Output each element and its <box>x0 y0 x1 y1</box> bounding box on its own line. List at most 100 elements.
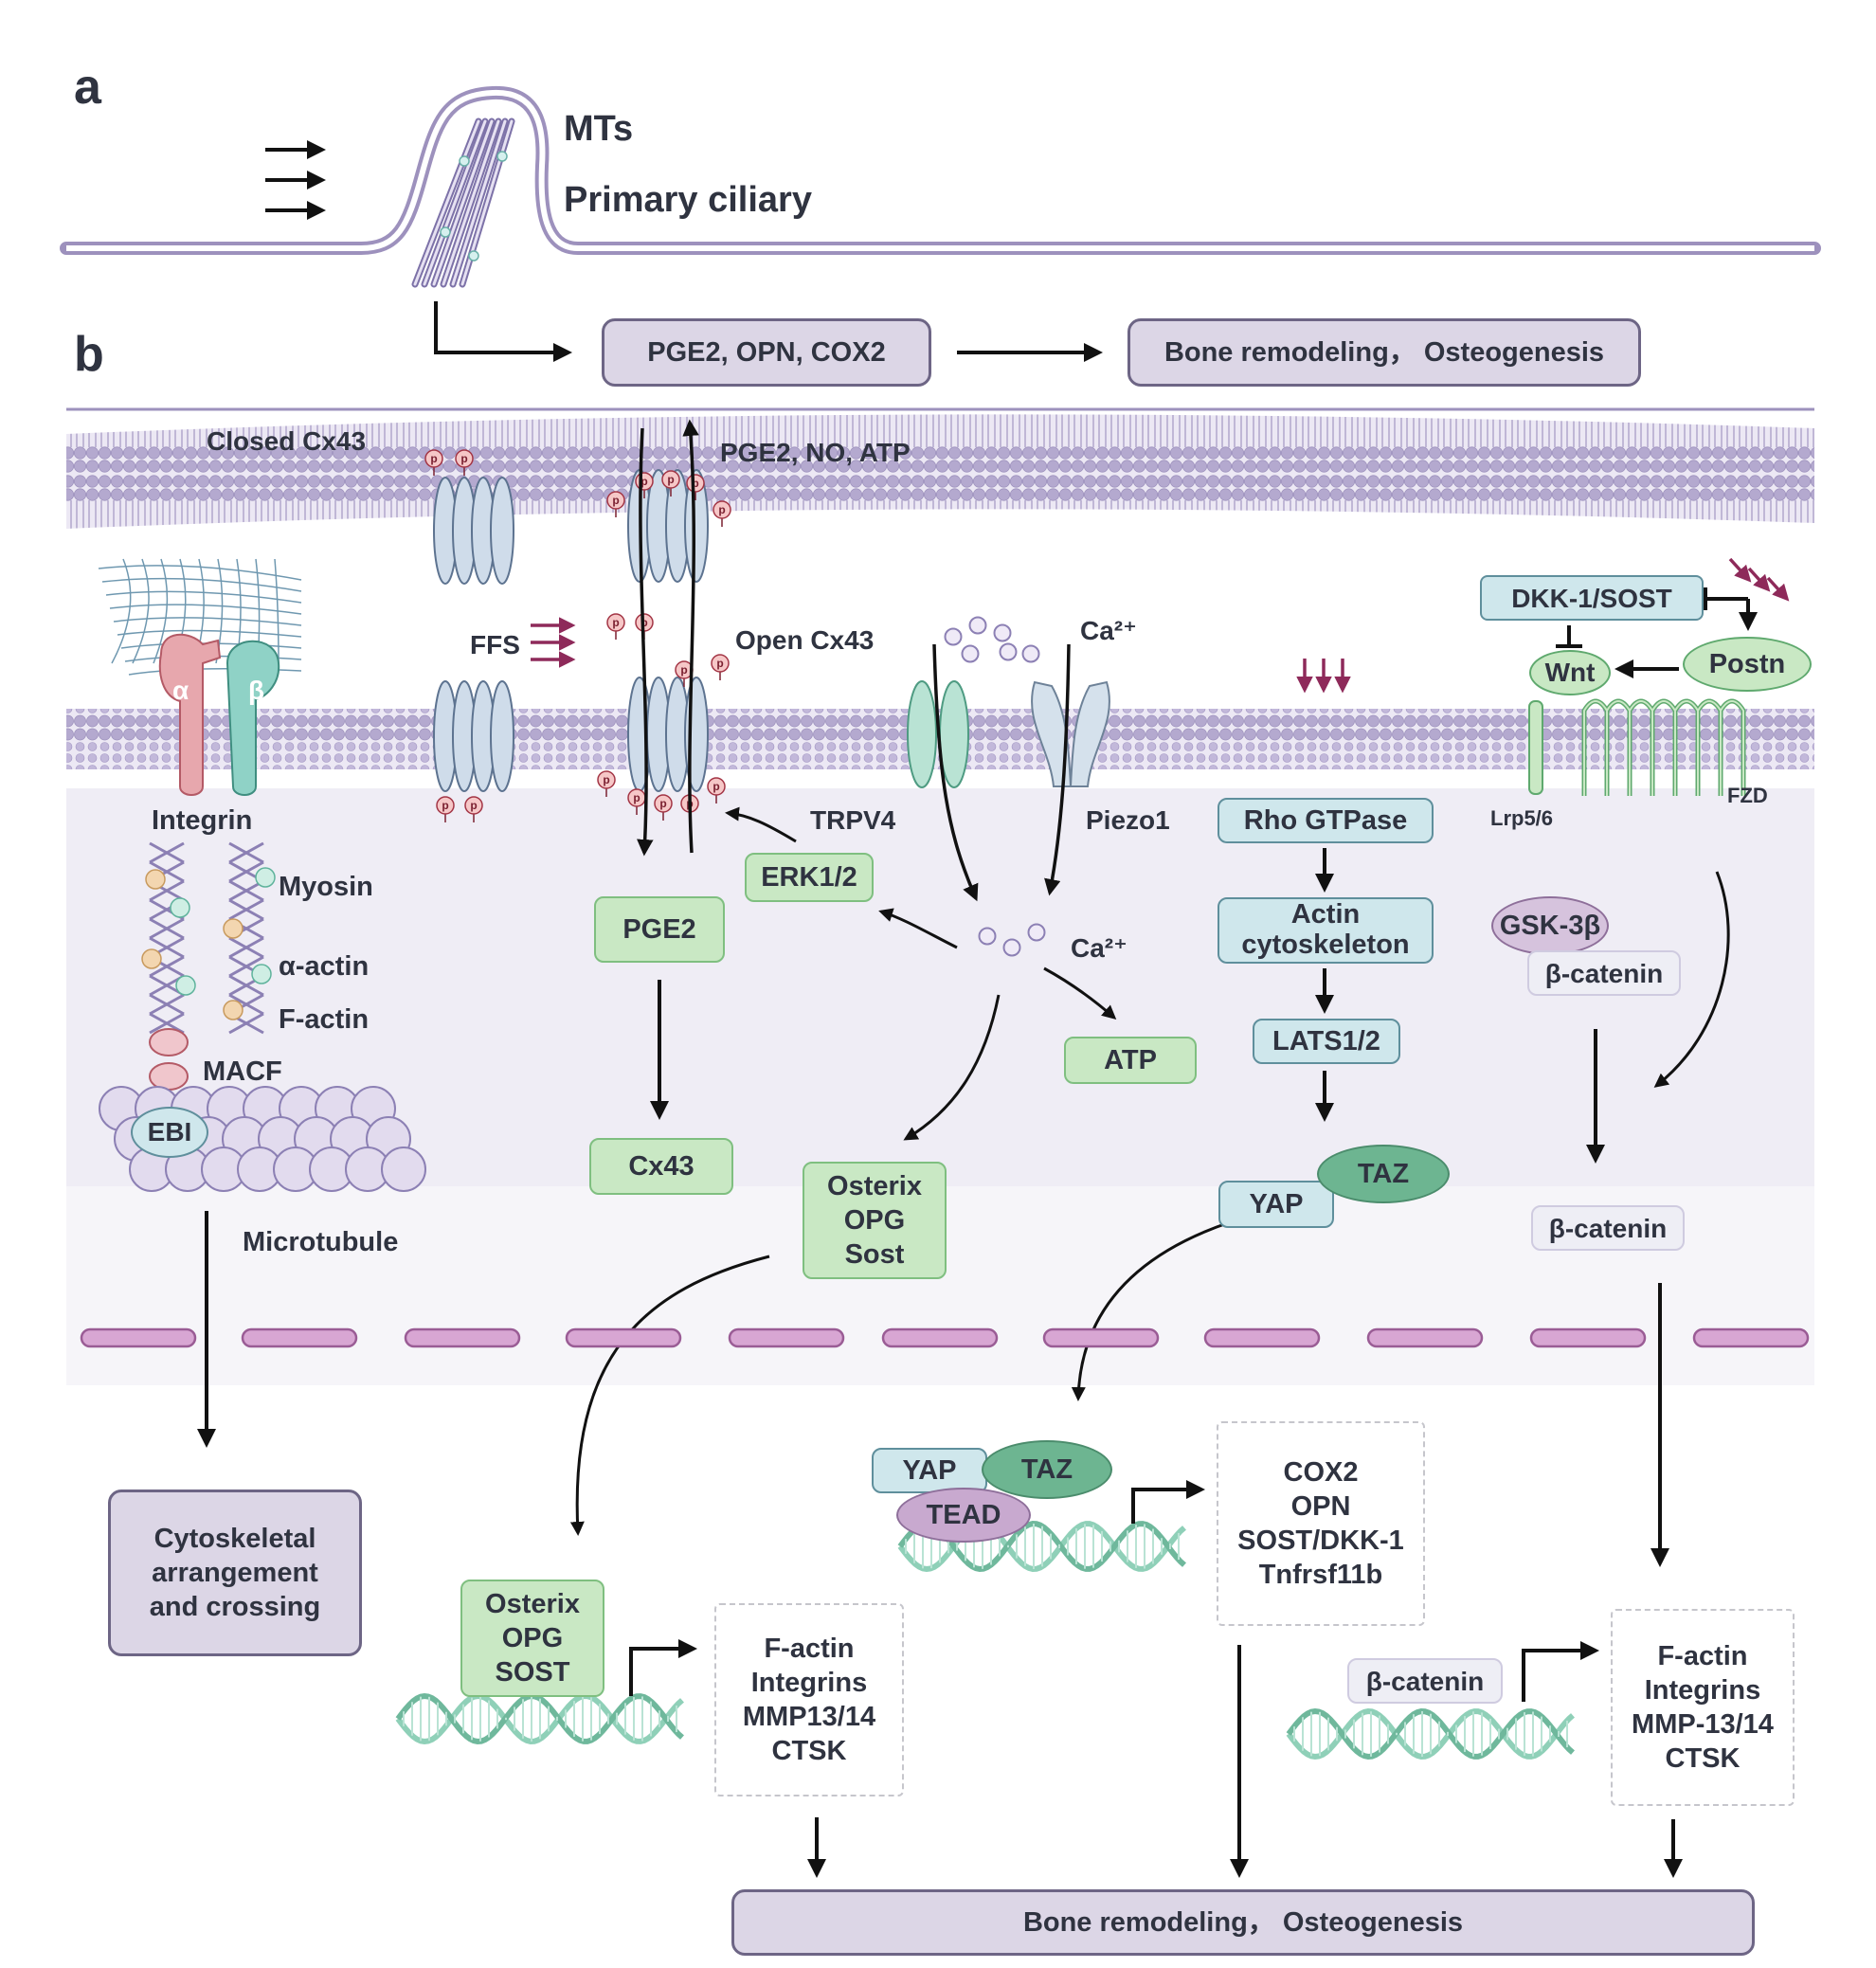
ecm-fiber <box>101 577 302 592</box>
ecm-fiber <box>111 558 132 664</box>
osterix-opg-sost-nuclear-box: Osterix OPG SOST <box>460 1580 604 1697</box>
lrp56-receptor <box>1528 700 1543 795</box>
dkk1-sost-box: DKK-1/SOST <box>1480 575 1704 621</box>
ecm-fiber <box>109 604 302 615</box>
phosphate-p: p <box>436 796 455 822</box>
myosin-head <box>223 1000 244 1020</box>
cx43-lower-channel <box>433 680 514 792</box>
actin-strand <box>149 1012 185 1035</box>
cilium-vesicle <box>468 250 479 262</box>
nuclear-pore-segment <box>1203 1327 1321 1348</box>
postn-stimulus-arrow <box>1728 557 1752 583</box>
svg-text:p: p <box>430 452 437 465</box>
actin-strand <box>228 860 264 883</box>
myosin-head <box>251 964 272 984</box>
macf-label: MACF <box>203 1056 282 1087</box>
calcium-ion-outside <box>993 623 1012 642</box>
ecm-fiber <box>113 617 302 626</box>
ecm-fiber <box>132 558 150 664</box>
nuclear-envelope <box>80 1327 1810 1348</box>
nuclear-pore-segment <box>565 1327 682 1348</box>
lats12-box: LATS1/2 <box>1253 1019 1400 1064</box>
yap-nuclear-box: YAP <box>872 1448 987 1493</box>
svg-text:p: p <box>612 494 619 507</box>
fzd-to-bcatenin-arrow <box>1653 871 1730 1088</box>
taz-cytoplasm-oval: TAZ <box>1317 1145 1450 1203</box>
open-cx43-label: Open Cx43 <box>735 625 875 655</box>
nuclear-pore-segment <box>728 1327 845 1348</box>
cilium-vesicle <box>459 155 470 167</box>
svg-text:p: p <box>612 616 619 629</box>
phosphate-p: p <box>606 491 625 517</box>
calcium-to-osterix-arrow <box>903 994 1001 1141</box>
actin-strand <box>228 841 264 864</box>
calcium-ion-inside <box>1027 923 1046 942</box>
phosphate-p: p <box>606 613 625 640</box>
actin-strand <box>149 841 185 864</box>
top-pge2-opn-cox2-box: PGE2, OPN, COX2 <box>602 318 931 387</box>
trpv4-channel-left <box>907 680 937 788</box>
macf-bead <box>149 1028 189 1056</box>
actin-strand <box>228 1012 264 1035</box>
macf-bead <box>149 1062 189 1091</box>
actin-strand <box>149 993 185 1016</box>
piezo1-label: Piezo1 <box>1086 805 1170 835</box>
closed-cx43-label: Closed Cx43 <box>207 426 367 456</box>
pge2-box: PGE2 <box>594 896 725 963</box>
svg-text:p: p <box>640 475 647 488</box>
yap-cytoplasm-box: YAP <box>1218 1181 1334 1228</box>
phosphate-p: p <box>455 449 474 476</box>
panel-label-a: a <box>74 60 101 115</box>
nuclear-pore-segment <box>1529 1327 1647 1348</box>
microtubule-label: Microtubule <box>243 1227 399 1257</box>
phosphate-p: p <box>713 500 731 527</box>
ecm-fiber <box>153 558 169 664</box>
target-genes-box-1: F-actin Integrins MMP13/14 CTSK <box>714 1603 904 1796</box>
actin-strand <box>228 898 264 921</box>
cytoskeletal-arrangement-box: Cytoskeletal arrangement and crossing <box>108 1490 362 1656</box>
nuclear-pore-segment <box>1366 1327 1484 1348</box>
yap-to-nucleus-arrow <box>1071 1220 1231 1401</box>
rho-gtpase-box: Rho GTPase <box>1218 798 1434 843</box>
integrin-alpha-subunit <box>158 633 222 796</box>
microtubule-lattice <box>99 1086 426 1192</box>
trpv4-calcium-arrow <box>932 643 979 902</box>
svg-text:p: p <box>716 657 723 670</box>
intracellular-calcium-label: Ca²⁺ <box>1071 933 1127 963</box>
cilium-vesicle <box>496 151 508 162</box>
piezo1-channel-right <box>1069 680 1110 787</box>
taz-nuclear-oval: TAZ <box>982 1440 1112 1499</box>
osterix-opg-sost-box: Osterix OPG Sost <box>803 1162 947 1279</box>
pge2-no-atp-release-label: PGE2, NO, ATP <box>720 438 911 467</box>
nuclear-pore-segment <box>404 1327 521 1348</box>
calcium-to-erk-arrow <box>878 908 958 949</box>
myosin-head <box>223 918 244 939</box>
cell-membrane-a <box>60 85 1821 255</box>
lrp56-label: Lrp5/6 <box>1490 806 1554 830</box>
ffs-label: FFS <box>470 630 520 659</box>
myosin-head <box>175 975 196 996</box>
actin-strand <box>228 955 264 978</box>
myosin-label: Myosin <box>279 872 373 902</box>
extracellular-calcium-label: Ca²⁺ <box>1080 616 1137 645</box>
myosin-head <box>145 869 166 890</box>
nuclear-pore-segment <box>241 1327 358 1348</box>
ecm-fiber <box>274 558 280 664</box>
fzd-label: FZD <box>1727 784 1768 807</box>
bottom-bone-remodeling-box: Bone remodeling， Osteogenesis <box>731 1889 1755 1956</box>
svg-text:p: p <box>633 791 640 804</box>
phosphate-p: p <box>707 777 726 803</box>
integrin-beta-subunit <box>225 640 280 796</box>
myosin-head <box>255 867 276 888</box>
nuclear-pore-segment <box>881 1327 999 1348</box>
phosphate-p: p <box>661 470 680 497</box>
calcium-ion-outside <box>1021 644 1040 663</box>
channel-subunit <box>684 469 709 583</box>
postn-stimulus-arrow <box>1747 567 1771 592</box>
phosphate-p: p <box>424 449 443 476</box>
target-genes-box-2: COX2 OPN SOST/DKK-1 Tnfrsf11b <box>1217 1421 1425 1626</box>
nuclear-pore-segment <box>1042 1327 1160 1348</box>
nuclear-pore-segment <box>1692 1327 1810 1348</box>
actin-strand <box>228 936 264 959</box>
top-bone-remodeling-box: Bone remodeling， Osteogenesis <box>1127 318 1641 387</box>
